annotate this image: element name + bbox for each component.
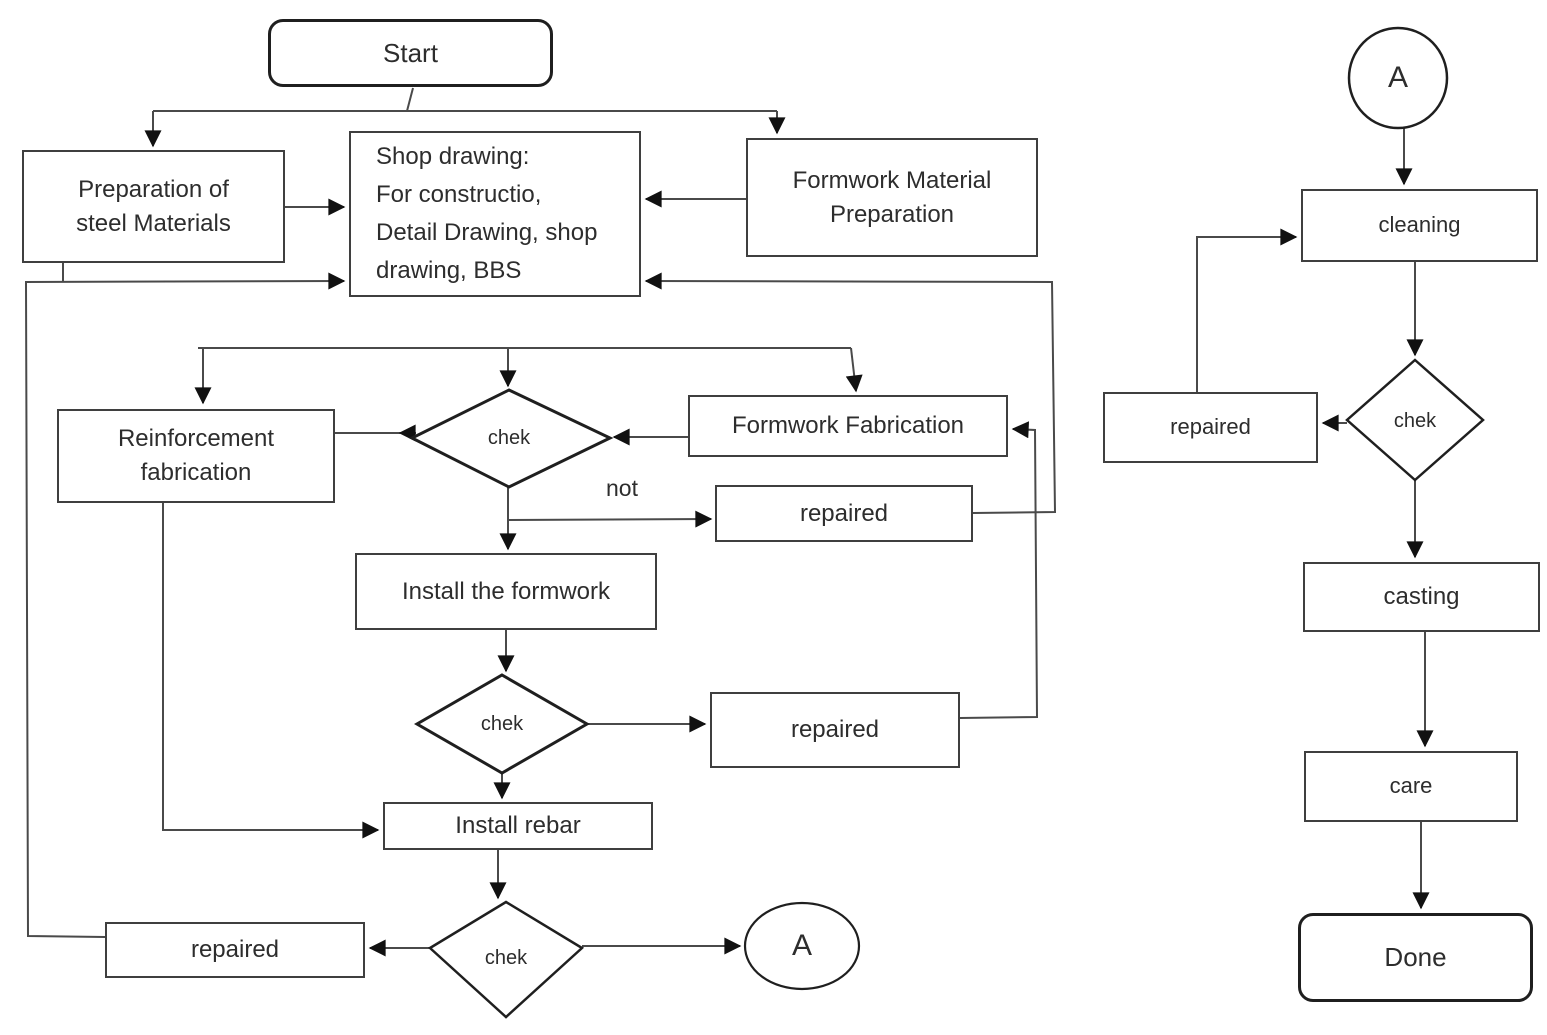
shop-drawing-node: Shop drawing: For constructio, Detail Dr…: [349, 131, 641, 297]
connector-left-return-to-shop: [24, 263, 346, 938]
decision-diamond-check2: [413, 673, 591, 775]
connector-circle-a-left: [743, 901, 861, 991]
connector-reinforcement-to-installrebar: [162, 503, 380, 839]
connector-circle-a-right: [1347, 26, 1449, 130]
preparation-steel-label: Preparation of steel Materials: [76, 175, 231, 237]
connector-repaired2-to-ff: [959, 421, 1039, 719]
check1-label: chek: [487, 426, 531, 449]
check3-label: chek: [484, 946, 528, 969]
decision-diamond-check4: [1345, 358, 1485, 482]
install-formwork-node: Install the formwork: [355, 553, 657, 630]
connector-start-branch: [144, 87, 786, 148]
repaired3-node: repaired: [105, 922, 365, 978]
done-node: Done: [1298, 913, 1533, 1002]
done-label: Done: [1384, 942, 1447, 973]
start-label: Start: [383, 37, 438, 68]
connector-repaired4-to-cleaning: [1196, 228, 1298, 392]
connector-a-right-label: A: [1387, 61, 1408, 94]
not-edge-label: not: [606, 474, 638, 501]
connector-repaired1-to-shop: [644, 272, 1057, 514]
formwork-fabrication-label: Formwork Fabrication: [731, 412, 965, 440]
repaired4-node: repaired: [1103, 392, 1318, 463]
casting-node: casting: [1303, 562, 1540, 632]
connector-not-to-repaired1: [508, 510, 713, 528]
repaired1-node: repaired: [715, 485, 973, 542]
repaired2-label: repaired: [790, 716, 880, 744]
care-node: care: [1304, 751, 1518, 822]
formwork-material-node: Formwork Material Preparation: [746, 138, 1038, 257]
check4-label: chek: [1393, 409, 1437, 432]
install-formwork-label: Install the formwork: [401, 577, 611, 605]
formwork-material-label: Formwork Material Preparation: [792, 166, 992, 228]
decision-diamond-check3: [427, 900, 585, 1019]
preparation-steel-node: Preparation of steel Materials: [22, 150, 285, 263]
reinforcement-label: Reinforcement fabrication: [117, 425, 275, 486]
repaired4-label: repaired: [1170, 414, 1251, 440]
start-node: Start: [268, 19, 553, 87]
cleaning-label: cleaning: [1378, 212, 1461, 238]
casting-label: casting: [1383, 583, 1460, 611]
connector-a-left-label: A: [791, 929, 812, 962]
repaired2-node: repaired: [710, 692, 960, 768]
formwork-fabrication-node: Formwork Fabrication: [688, 395, 1008, 457]
connector-mid-branch: [194, 347, 863, 405]
shop-drawing-label: Shop drawing: For constructio, Detail Dr…: [376, 143, 598, 284]
install-rebar-node: Install rebar: [383, 802, 653, 850]
check2-label: chek: [480, 712, 524, 735]
repaired3-label: repaired: [190, 936, 280, 964]
reinforcement-node: Reinforcement fabrication: [57, 409, 335, 503]
repaired1-label: repaired: [799, 499, 889, 527]
decision-diamond-check1: [408, 388, 614, 489]
cleaning-node: cleaning: [1301, 189, 1538, 262]
care-label: care: [1389, 773, 1433, 799]
install-rebar-label: Install rebar: [455, 812, 581, 840]
